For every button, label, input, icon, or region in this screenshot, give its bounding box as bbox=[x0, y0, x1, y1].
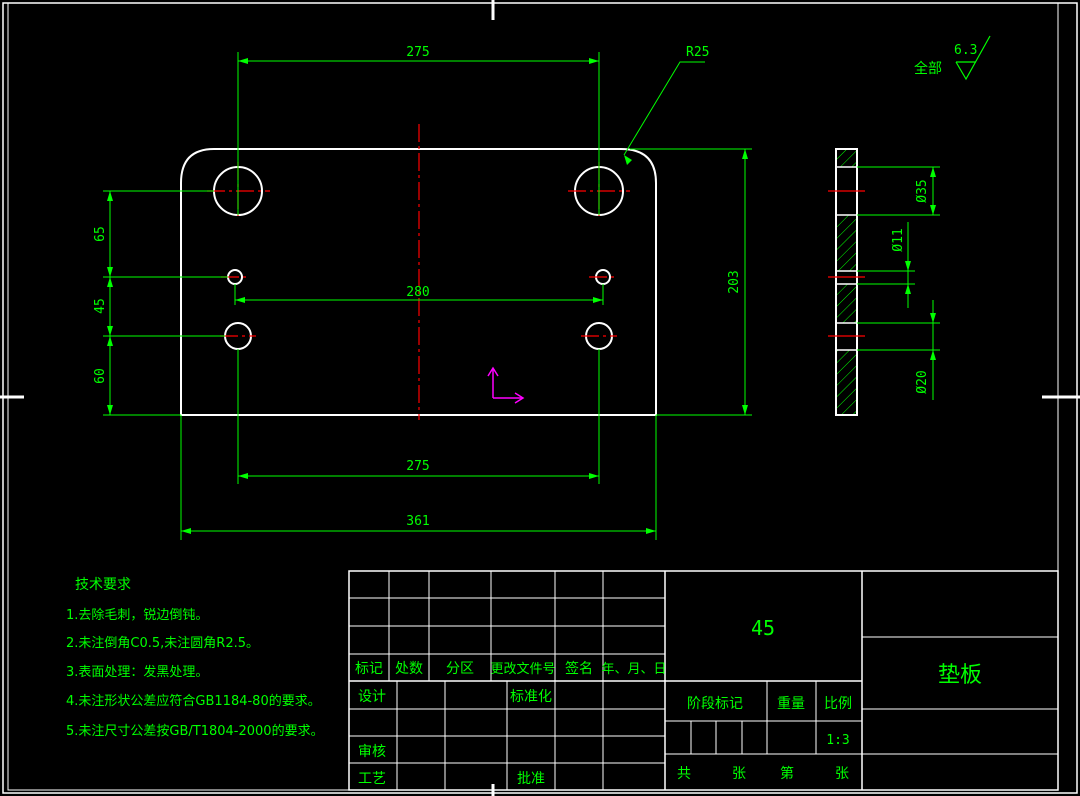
tech-req-item: 4.未注形状公差应符合GB1184-80的要求。 bbox=[66, 693, 321, 709]
dim-overall-width: 361 bbox=[406, 514, 429, 529]
dim-left-3: 60 bbox=[93, 368, 108, 384]
sheet-total: 共 bbox=[677, 766, 691, 782]
rev-header-docno: 更改文件号 bbox=[490, 662, 555, 677]
part-name: 垫板 bbox=[938, 663, 982, 688]
tech-req-item: 3.表面处理：发黑处理。 bbox=[66, 664, 208, 680]
label-standardization: 标准化 bbox=[510, 689, 552, 705]
dim-section-dia-2: Ø11 bbox=[891, 228, 906, 251]
section-view: Ø35 Ø11 Ø20 bbox=[828, 148, 940, 416]
material-value: 45 bbox=[751, 616, 775, 640]
tech-requirements: 技术要求 1.去除毛刺，锐边倒钝。 2.未注倒角C0.5,未注圆角R2.5。 3… bbox=[66, 577, 324, 739]
rev-header-sign: 签名 bbox=[565, 660, 593, 677]
surface-finish-label: 全部 bbox=[914, 60, 942, 77]
title-block bbox=[348, 570, 1059, 791]
tech-req-item: 2.未注倒角C0.5,未注圆角R2.5。 bbox=[66, 636, 259, 651]
label-design: 设计 bbox=[358, 689, 386, 705]
dim-left-1: 65 bbox=[93, 226, 108, 242]
scale-value: 1:3 bbox=[826, 733, 849, 748]
centerlines bbox=[207, 124, 630, 420]
dim-top-hole-spacing: 275 bbox=[406, 45, 429, 60]
tech-req-item: 1.去除毛刺，锐边倒钝。 bbox=[66, 608, 208, 623]
rev-header-zone: 分区 bbox=[446, 661, 474, 677]
label-review: 审核 bbox=[358, 744, 386, 760]
label-stage-mark: 阶段标记 bbox=[687, 696, 743, 712]
section-outline bbox=[835, 148, 858, 416]
section-hatch-2 bbox=[836, 215, 857, 271]
rev-header-date: 年、月、日 bbox=[601, 662, 666, 677]
rev-header-count: 处数 bbox=[395, 661, 423, 677]
dim-section-dia-3: Ø20 bbox=[915, 370, 930, 393]
section-hatch-1 bbox=[836, 149, 857, 167]
title-block-texts: 标记 处数 分区 更改文件号 签名 年、月、日 设计 标准化 审核 工艺 批准 … bbox=[355, 616, 982, 787]
dim-section-dia-1: Ø35 bbox=[915, 179, 930, 202]
sheet-no: 第 bbox=[780, 765, 794, 782]
dimension-texts: 275 R25 280 275 361 203 65 45 60 bbox=[93, 45, 742, 529]
sheet-unit-2: 张 bbox=[835, 766, 849, 782]
surface-finish-value: 6.3 bbox=[954, 43, 977, 58]
dim-mid-hole-spacing: 280 bbox=[406, 285, 429, 300]
surface-finish-symbol: 6.3 全部 bbox=[914, 35, 991, 81]
label-approve: 批准 bbox=[517, 771, 545, 787]
tech-req-item: 5.未注尺寸公差按GB/T1804-2000的要求。 bbox=[66, 723, 324, 739]
label-scale: 比例 bbox=[824, 696, 852, 712]
section-hatch-3 bbox=[836, 284, 857, 323]
rev-header-mark: 标记 bbox=[355, 661, 383, 677]
label-process: 工艺 bbox=[358, 771, 386, 787]
ucs-axis-icon bbox=[487, 366, 525, 404]
dimension-lines bbox=[103, 52, 752, 540]
section-hatch-4 bbox=[836, 350, 857, 415]
tech-req-title: 技术要求 bbox=[75, 577, 131, 593]
dim-bottom-hole-spacing: 275 bbox=[406, 459, 429, 474]
dimension-arrowheads bbox=[107, 58, 748, 534]
dim-corner-radius: R25 bbox=[686, 45, 709, 60]
dim-left-2: 45 bbox=[93, 298, 108, 314]
label-weight: 重量 bbox=[777, 696, 805, 712]
sheet-unit-1: 张 bbox=[732, 766, 746, 782]
plate-outline bbox=[180, 148, 657, 416]
dim-overall-height: 203 bbox=[727, 270, 742, 293]
